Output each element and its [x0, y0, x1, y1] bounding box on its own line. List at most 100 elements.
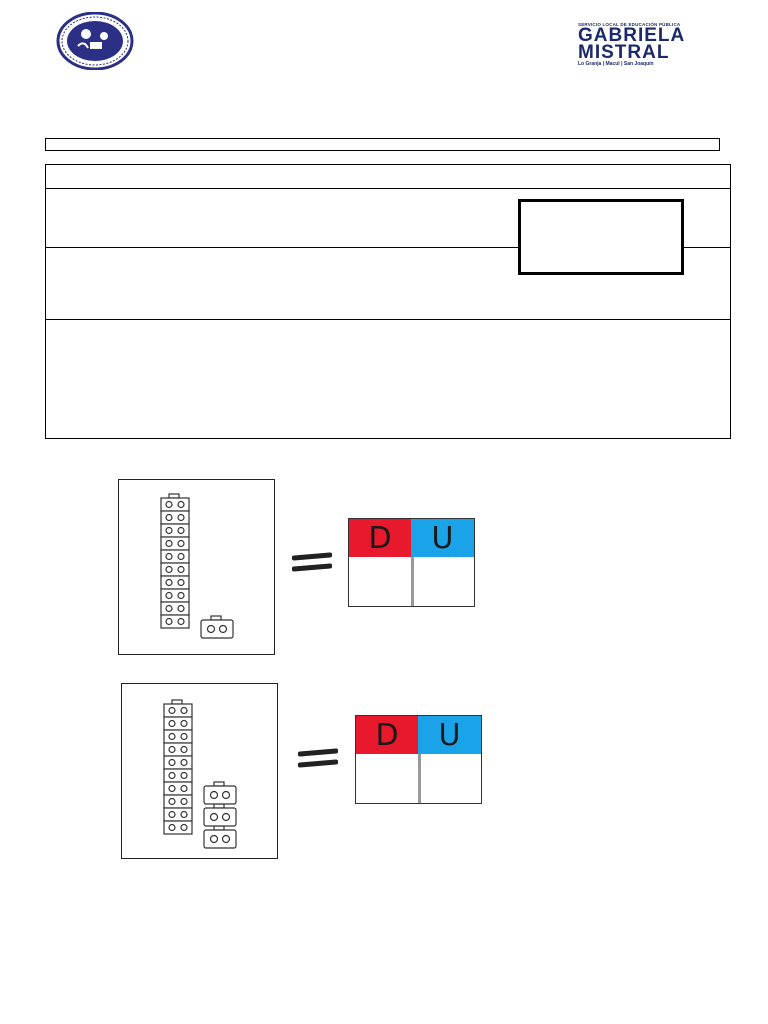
cube-hole — [180, 758, 188, 767]
title-bar — [45, 138, 720, 151]
tower-cube — [160, 510, 190, 525]
table-divider — [46, 319, 730, 320]
units-answer-cell[interactable] — [421, 754, 481, 803]
cube-hole — [168, 745, 176, 754]
cube-hole — [180, 797, 188, 806]
brand-communes: Lo Granja | Macul | San Joaquín — [578, 61, 654, 67]
cube-hole — [168, 719, 176, 728]
units-header: U — [418, 716, 481, 754]
unit-cube — [200, 619, 234, 639]
cubes-illustration-1 — [160, 493, 234, 639]
cube-hole — [177, 617, 185, 626]
cubes-illustration-2 — [163, 699, 237, 849]
cube-hole — [165, 513, 173, 522]
cube-hole — [180, 810, 188, 819]
tower-cube — [163, 807, 193, 822]
brand-logo: SERVICIO LOCAL DE EDUCACIÓN PÚBLICA GABR… — [578, 22, 708, 67]
tower-cube — [163, 755, 193, 770]
cube-hole — [177, 539, 185, 548]
tower-cube — [160, 536, 190, 551]
equals-sign — [291, 550, 333, 574]
cube-hole — [177, 526, 185, 535]
cube-hole — [168, 732, 176, 741]
cube-hole — [209, 812, 219, 822]
table-divider — [46, 247, 730, 248]
cube-hole — [209, 790, 219, 800]
units-answer-cell[interactable] — [414, 557, 474, 606]
cube-hole — [180, 784, 188, 793]
cube-hole — [165, 604, 173, 613]
tower-cube — [163, 768, 193, 783]
table-divider — [46, 188, 730, 189]
tower-cube — [160, 523, 190, 538]
tower-cube — [160, 549, 190, 564]
tower-cube — [160, 601, 190, 616]
cube-hole — [221, 834, 231, 844]
equals-sign — [297, 746, 339, 770]
cube-hole — [177, 604, 185, 613]
brand-service-line: SERVICIO LOCAL DE EDUCACIÓN PÚBLICA — [578, 22, 681, 27]
units-header: U — [411, 519, 474, 557]
place-value-table-1: D U — [348, 518, 475, 607]
cube-hole — [168, 823, 176, 832]
cube-hole — [180, 745, 188, 754]
cube-hole — [206, 624, 216, 634]
unit-cube — [203, 829, 237, 849]
tower-cube — [163, 716, 193, 731]
tower-cube — [163, 794, 193, 809]
tower-cube — [163, 729, 193, 744]
cube-hole — [177, 513, 185, 522]
cube-hole — [168, 706, 176, 715]
unit-cube — [203, 807, 237, 827]
cube-hole — [180, 732, 188, 741]
brand-name-line2: MISTRAL — [578, 42, 670, 63]
cube-hole — [165, 591, 173, 600]
unit-cube — [203, 785, 237, 805]
tower-cube — [160, 562, 190, 577]
cube-hole — [209, 834, 219, 844]
place-value-table-2: D U — [355, 715, 482, 804]
cube-hole — [221, 812, 231, 822]
cube-hole — [218, 624, 228, 634]
cube-hole — [180, 719, 188, 728]
tens-header: D — [349, 519, 411, 557]
cube-hole — [165, 578, 173, 587]
cube-hole — [165, 539, 173, 548]
cube-hole — [177, 591, 185, 600]
tower-cube — [163, 781, 193, 796]
tower-cube — [163, 742, 193, 757]
tower-cube — [160, 575, 190, 590]
blocks-frame-1 — [118, 479, 275, 655]
score-box — [518, 199, 684, 275]
cube-hole — [168, 758, 176, 767]
cube-hole — [180, 771, 188, 780]
cube-hole — [165, 617, 173, 626]
cube-hole — [177, 565, 185, 574]
cube-hole — [165, 565, 173, 574]
student-info-table — [45, 164, 731, 439]
tens-header: D — [356, 716, 418, 754]
cube-hole — [165, 500, 173, 509]
tower-cube — [160, 497, 190, 512]
cube-hole — [221, 790, 231, 800]
cube-hole — [168, 784, 176, 793]
cube-hole — [177, 552, 185, 561]
tens-answer-cell[interactable] — [349, 557, 414, 606]
school-seal-logo — [56, 11, 134, 71]
tower-cube — [160, 588, 190, 603]
blocks-frame-2 — [121, 683, 278, 859]
tower-cube — [163, 820, 193, 835]
brand-name-line1: GABRIELA — [578, 25, 686, 46]
cube-hole — [177, 578, 185, 587]
cube-knob — [168, 493, 180, 499]
tens-answer-cell[interactable] — [356, 754, 421, 803]
cube-hole — [177, 500, 185, 509]
cube-hole — [180, 706, 188, 715]
tower-cube — [160, 614, 190, 629]
cube-hole — [168, 771, 176, 780]
cube-hole — [180, 823, 188, 832]
tower-cube — [163, 703, 193, 718]
cube-hole — [168, 797, 176, 806]
cube-hole — [165, 552, 173, 561]
cube-hole — [165, 526, 173, 535]
